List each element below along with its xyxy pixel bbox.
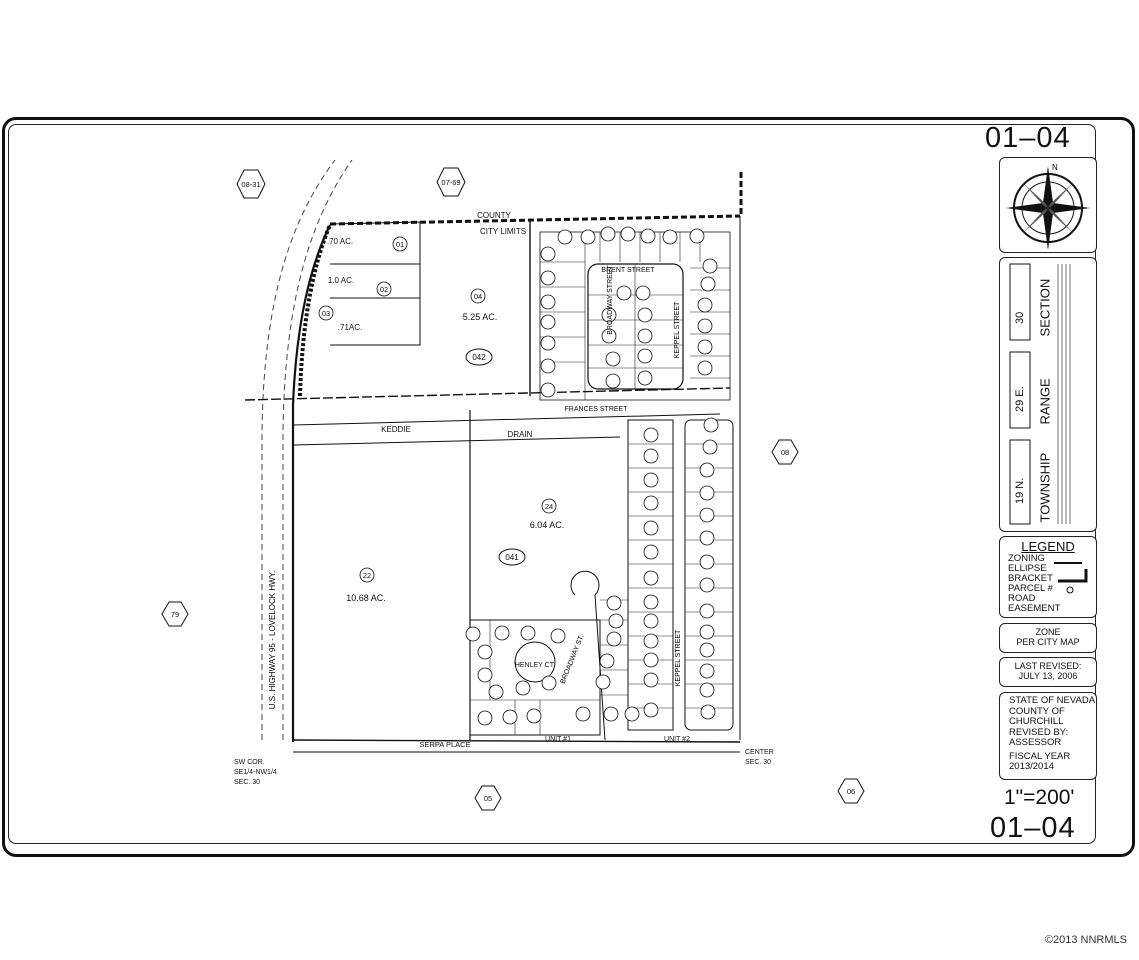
revised-line1: LAST REVISED: bbox=[1014, 661, 1082, 671]
parcel-02-acres: 1.0 AC. bbox=[328, 276, 354, 285]
zone-line1: ZONE bbox=[1035, 627, 1061, 637]
map-outer-frame bbox=[2, 117, 1135, 857]
assessor-line5: ASSESSOR bbox=[1009, 737, 1062, 748]
label-keddie: KEDDIE bbox=[381, 425, 411, 434]
city-limits-west bbox=[298, 224, 332, 397]
map-scale: 1"=200' bbox=[1004, 786, 1075, 809]
assessor-panel: STATE OF NEVADA COUNTY OF CHURCHILL REVI… bbox=[999, 692, 1097, 780]
map-id-top: 01–04 bbox=[985, 122, 1071, 154]
label-broadway-st: BROADWAY ST. bbox=[560, 634, 586, 685]
label-broadway-street: BROADWAY STREET bbox=[607, 265, 614, 335]
legend-symbols bbox=[1054, 562, 1088, 594]
legend-title: LEGEND bbox=[1021, 539, 1075, 554]
label-henley-ct: HENLEY CT. bbox=[515, 662, 555, 669]
keddie-drain-south bbox=[292, 436, 621, 446]
assessor-line6: FISCAL YEAR bbox=[1009, 750, 1071, 762]
book-ellipse-042 bbox=[465, 348, 493, 366]
label-brent-street: BRENT STREET bbox=[601, 267, 655, 274]
label-sw-cor-3: SEC. 30 bbox=[234, 779, 260, 786]
parcel-24-acres: 6.04 AC. bbox=[530, 520, 565, 530]
north-arrow-panel: N bbox=[999, 157, 1097, 253]
lot-number-circles bbox=[318, 226, 719, 726]
revised-line2: JULY 13, 2006 bbox=[1018, 671, 1078, 681]
parcel-01-acres: .70 AC. bbox=[327, 237, 353, 246]
township-range-section-panel: 30 SECTION 29 E. RANGE 19 N. TOWNSHIP bbox=[999, 257, 1097, 532]
label-center: CENTER bbox=[745, 749, 774, 756]
label-frances-street: FRANCES STREET bbox=[564, 406, 628, 413]
parcel-03-number: 03 bbox=[322, 309, 330, 318]
legend-item-road: ROAD bbox=[1008, 593, 1036, 604]
compass-rose-icon: N bbox=[1006, 163, 1090, 250]
label-keppel-street-south: KEPPEL STREET bbox=[675, 629, 682, 686]
zone-line2: PER CITY MAP bbox=[1016, 637, 1080, 647]
book-042-label: 042 bbox=[472, 353, 486, 362]
highway-edge-east bbox=[291, 224, 331, 742]
parcel-02-number: 02 bbox=[380, 285, 388, 294]
parcel-01-number: 01 bbox=[396, 240, 404, 249]
adjacent-map-06: 06 bbox=[847, 787, 855, 796]
svg-text:N: N bbox=[1052, 163, 1058, 172]
map-id-bottom: 01–04 bbox=[990, 812, 1076, 844]
label-sw-cor: SW COR. bbox=[234, 759, 265, 766]
assessor-line4: REVISED BY: bbox=[1009, 726, 1069, 738]
label-unit1: UNIT #1 bbox=[545, 736, 571, 743]
parcel-22-number: 22 bbox=[363, 571, 371, 580]
adjacent-map-05: 05 bbox=[484, 794, 492, 803]
assessor-line7: 2013/2014 bbox=[1009, 761, 1054, 772]
adjacent-map-08: 08 bbox=[781, 448, 789, 457]
book-041-label: 041 bbox=[505, 553, 519, 562]
frances-street-line bbox=[244, 387, 731, 401]
label-serpa-place: SERPA PLACE bbox=[419, 740, 470, 749]
label-keppel-street: KEPPEL STREET bbox=[674, 301, 681, 358]
zone-panel: ZONE PER CITY MAP bbox=[999, 623, 1097, 653]
adjacent-map-hexagons bbox=[161, 167, 865, 811]
assessor-line3: CHURCHILL bbox=[1009, 716, 1064, 727]
revised-panel: LAST REVISED: JULY 13, 2006 bbox=[999, 657, 1097, 687]
legend-item-zoning: ZONING bbox=[1008, 553, 1045, 564]
label-sw-cor-2: SE1/4-NW1/4 bbox=[234, 769, 277, 776]
label-city-limits: CITY LIMITS bbox=[480, 227, 526, 236]
parcel-04-acres: 5.25 AC. bbox=[463, 312, 498, 322]
parcel-24-number: 24 bbox=[545, 502, 553, 511]
legend-item-bracket: BRACKET bbox=[1008, 573, 1053, 584]
assessor-line1: STATE OF NEVADA bbox=[1009, 695, 1096, 706]
legend-panel: LEGEND ZONING ELLIPSE BRACKET PARCEL # R… bbox=[999, 536, 1097, 618]
adjacent-map-0769: 07-69 bbox=[441, 178, 460, 187]
legend-item-easement: EASEMENT bbox=[1008, 603, 1061, 614]
parcel-04-number: 04 bbox=[474, 292, 482, 301]
adjacent-map-0831: 08-31 bbox=[241, 180, 260, 189]
label-drain: DRAIN bbox=[508, 430, 533, 439]
highway-centerline bbox=[282, 159, 353, 740]
label-county: COUNTY bbox=[477, 211, 511, 220]
label-unit2: UNIT #2 bbox=[664, 736, 690, 743]
label-highway: U.S. HIGHWAY 95 - LOVELOCK HWY. bbox=[268, 571, 277, 709]
label-center-2: SEC. 30 bbox=[745, 759, 771, 766]
adjacent-map-79: 79 bbox=[171, 610, 179, 619]
book-ellipse-041 bbox=[498, 548, 526, 566]
watermark: ©2013 NNRMLS bbox=[1044, 934, 1127, 946]
parcel-03-acres: .71AC. bbox=[338, 323, 362, 332]
assessor-line2: COUNTY OF bbox=[1009, 705, 1065, 717]
legend-item-parcel: PARCEL # bbox=[1008, 583, 1053, 594]
keddie-drain-north bbox=[292, 413, 721, 426]
parcel-22-acres: 10.68 AC. bbox=[346, 593, 386, 603]
legend-item-ellipse: ELLIPSE bbox=[1008, 563, 1047, 574]
highway-edge-west bbox=[261, 159, 336, 740]
